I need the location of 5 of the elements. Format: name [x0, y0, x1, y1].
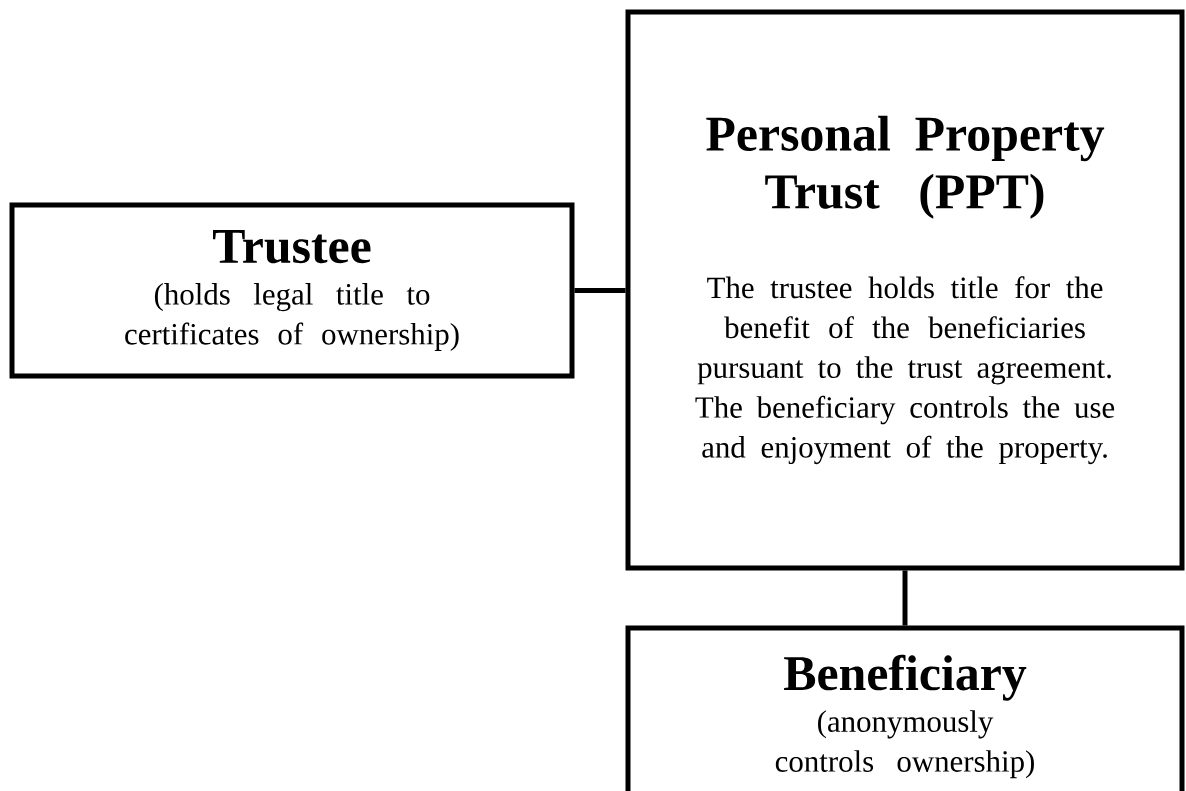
connector-line	[574, 288, 626, 293]
text-box: Trustee (holds legal title to certificates of ownership)	[9, 202, 575, 379]
text-box: Beneficiary (anonymously controls ownership)	[625, 625, 1185, 791]
connector-line	[902, 570, 908, 626]
text-box: Personal Property Trust (PPT) The trustee holds title for the benefit of the beneficiaries pursuant to the trust agreement. The beneficiary controls the use and enjoyment of the property.	[625, 9, 1185, 571]
